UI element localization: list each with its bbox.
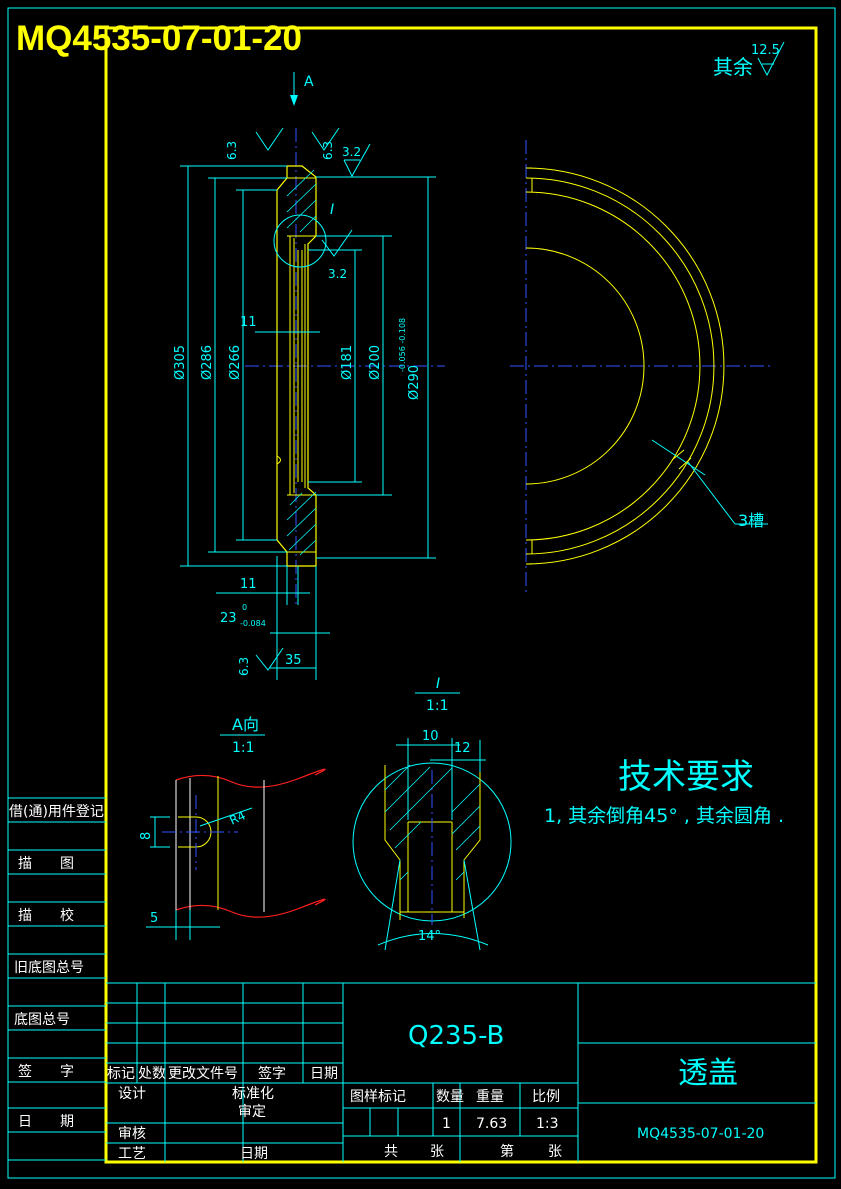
sheet-unit-label: 张 bbox=[548, 1144, 562, 1160]
detail-ref-label: I bbox=[330, 202, 334, 218]
view-a-dim-r4: R4 bbox=[227, 808, 247, 827]
quantity-value: 1 bbox=[442, 1116, 451, 1132]
weight-value: 7.63 bbox=[476, 1116, 507, 1132]
standardize-label: 标准化 bbox=[232, 1086, 274, 1102]
dim-d266: Ø266 bbox=[228, 345, 243, 380]
section-hatching bbox=[286, 169, 317, 556]
scale-value: 1:3 bbox=[536, 1116, 559, 1132]
side-item-6: 签 字 bbox=[18, 1063, 74, 1080]
sheets-label: 张 bbox=[430, 1144, 444, 1160]
rev-header-4: 签字 bbox=[258, 1065, 286, 1082]
side-item-4: 旧底图总号 bbox=[14, 960, 84, 976]
design-label: 设计 bbox=[118, 1086, 146, 1102]
dim-23: 23 bbox=[220, 611, 237, 626]
border-frame bbox=[104, 26, 818, 1164]
material: Q235-B bbox=[408, 1021, 504, 1051]
process-label: 工艺 bbox=[118, 1146, 146, 1162]
header-quantity: 数量 bbox=[436, 1089, 464, 1105]
title-block: 标记 处数 更改文件号 签字 日期 设计 标准化 审定 审核 工艺 日期 Q23… bbox=[106, 982, 816, 1162]
dim-11-bottom: 11 bbox=[240, 577, 257, 592]
view-arrow-label: A bbox=[304, 74, 314, 90]
detail-i-dim-10: 10 bbox=[422, 729, 439, 744]
tech-req-title: 技术要求 bbox=[618, 757, 754, 797]
roughness-1: 6.3 bbox=[225, 141, 239, 160]
slot-label: 3槽 bbox=[738, 511, 764, 530]
part-number: MQ4535-07-01-20 bbox=[637, 1126, 764, 1142]
dim-11-top: 11 bbox=[240, 315, 257, 330]
section-view: A I 6.3 bbox=[173, 72, 445, 680]
detail-circle bbox=[273, 214, 327, 268]
roughness-5: 6.3 bbox=[237, 657, 251, 676]
dim-23-tol-lower: -0.084 bbox=[240, 619, 266, 628]
sheet-no-label: 第 bbox=[500, 1143, 514, 1160]
roughness-3: 3.2 bbox=[342, 145, 361, 159]
roughness-symbol-rest bbox=[757, 41, 785, 77]
surface-rest-value: 12.5 bbox=[751, 43, 780, 58]
roughness-2: 6.3 bbox=[321, 141, 335, 160]
side-block: 借(通)用件登记 描 图 描 校 旧底图总号 底图总号 签 字 日 期 bbox=[8, 797, 106, 1161]
header-scale: 比例 bbox=[532, 1089, 560, 1105]
view-a-dim-5: 5 bbox=[150, 911, 158, 926]
dim-d305: Ø305 bbox=[173, 345, 188, 380]
view-a-dim-8: 8 bbox=[139, 832, 154, 840]
outer-frame bbox=[7, 7, 836, 1179]
surface-rest-label: 其余 bbox=[713, 55, 753, 79]
header-drawing-mark: 图样标记 bbox=[350, 1089, 406, 1105]
review-label: 审核 bbox=[118, 1126, 146, 1142]
tech-req-line1: 1, 其余倒角45° , 其余圆角 . bbox=[544, 805, 784, 827]
view-a: A向 1:1 8 R4 5 bbox=[139, 715, 326, 940]
rev-header-1: 标记 bbox=[107, 1066, 135, 1082]
date-label: 日期 bbox=[240, 1146, 268, 1162]
view-a-title: A向 bbox=[232, 715, 259, 734]
dim-35: 35 bbox=[285, 653, 302, 668]
detail-i-title: I bbox=[436, 676, 440, 692]
approve-label: 审定 bbox=[238, 1104, 266, 1120]
dim-d200: Ø200 bbox=[368, 345, 383, 380]
view-arrow-head bbox=[290, 95, 298, 106]
rev-header-3: 更改文件号 bbox=[168, 1066, 238, 1082]
half-view: 3槽 bbox=[510, 140, 770, 595]
dim-d290-tol: -0.056 -0.108 bbox=[398, 318, 407, 372]
side-item-3: 描 校 bbox=[18, 907, 74, 924]
side-item-7: 日 期 bbox=[18, 1114, 74, 1130]
roughness-4: 3.2 bbox=[328, 267, 347, 281]
dim-d181: Ø181 bbox=[340, 345, 355, 380]
total-label: 共 bbox=[384, 1144, 398, 1160]
detail-i: I 1:1 10 12 14° bbox=[352, 676, 512, 951]
view-a-scale: 1:1 bbox=[232, 740, 255, 756]
rev-header-5: 日期 bbox=[310, 1066, 338, 1082]
detail-i-scale: 1:1 bbox=[426, 698, 449, 714]
side-item-1: 借(通)用件登记 bbox=[9, 804, 104, 820]
detail-i-angle: 14° bbox=[418, 929, 441, 944]
dim-23-tol-upper: 0 bbox=[242, 603, 247, 612]
dim-d290: Ø290 bbox=[407, 365, 422, 400]
detail-i-dim-12: 12 bbox=[454, 741, 471, 756]
side-item-5: 底图总号 bbox=[14, 1012, 70, 1028]
rev-header-2: 处数 bbox=[138, 1066, 166, 1082]
dim-d286: Ø286 bbox=[200, 345, 215, 380]
part-name: 透盖 bbox=[678, 1056, 738, 1091]
side-item-2: 描 图 bbox=[18, 856, 74, 872]
drawing-number-title: MQ4535-07-01-20 bbox=[16, 19, 302, 58]
header-weight: 重量 bbox=[476, 1089, 504, 1105]
part-outline-top bbox=[276, 165, 317, 567]
